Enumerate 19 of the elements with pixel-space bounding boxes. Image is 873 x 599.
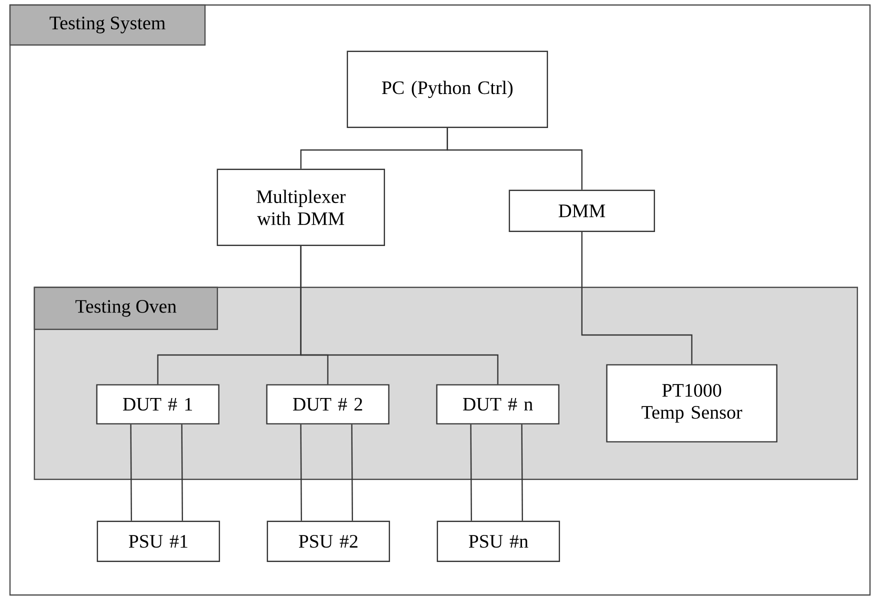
box: PC (Python Ctrl) (346, 50, 548, 128)
box: DMM (508, 190, 655, 232)
box: DUT # n (436, 384, 560, 424)
connector-line (470, 424, 472, 521)
connector-line (581, 232, 692, 364)
box: PSU #2 (266, 520, 390, 562)
box: PSU #n (436, 520, 560, 562)
connector-line (300, 424, 302, 521)
connector-line (181, 424, 183, 521)
box: Multiplexer with DMM (216, 168, 385, 246)
box: PT1000 Temp Sensor (606, 364, 778, 442)
box: DUT # 1 (96, 384, 220, 424)
connector-line (351, 424, 353, 521)
connector-line (300, 246, 498, 384)
connector-line (521, 424, 523, 521)
connector-line (446, 128, 582, 190)
box: DUT # 2 (266, 384, 390, 424)
connector-line (130, 424, 132, 521)
box: PSU #1 (96, 520, 220, 562)
